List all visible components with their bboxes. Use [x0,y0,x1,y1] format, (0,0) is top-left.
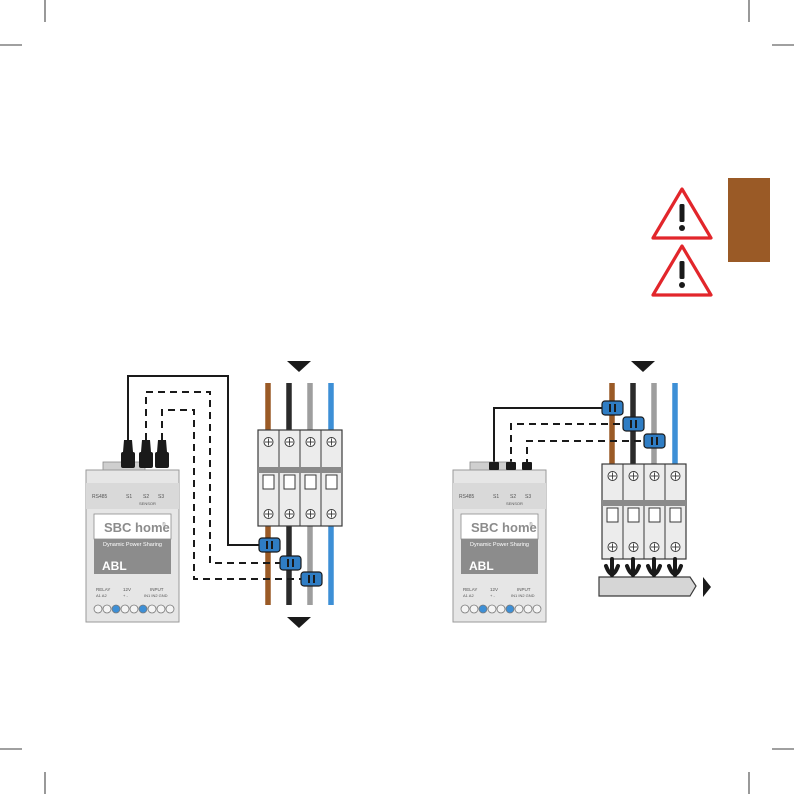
port-label-sensor: SENSOR [506,501,523,506]
sensor-connector [121,440,169,468]
port-label-s2: S2 [510,494,516,500]
sensor-connector [489,462,532,470]
warning-triangle-icon [653,189,711,238]
warning-triangle-icon [653,246,711,295]
terminal-label-12v: 12V [490,587,498,592]
terminal-pins-input: IN1 IN2 GND [144,593,168,598]
arrow-down-icon [287,361,311,372]
port-label-sensor: SENSOR [139,501,156,506]
terminal-label-input: INPUT [150,587,164,592]
terminal-pins-relay: A1 A2 [96,593,107,598]
diagram-left: RS485 S1 S2 S3 SENSOR SBC home ® Dynamic… [86,361,342,628]
current-sensor [259,538,280,552]
terminal-label-relay: RELAY [96,587,110,592]
terminal-label-12v: 12V [123,587,131,592]
bus-bar [599,559,696,596]
screw-terminal-icon [461,605,541,613]
screw-terminal-icon [94,605,174,613]
diagram-right: RS485 S1 S2 S3 SENSOR SBC home ® Dynamic… [453,361,711,622]
terminal-pins-12v: + - [123,593,128,598]
port-label-rs485: RS485 [92,494,108,500]
port-label-s2: S2 [143,494,149,500]
terminal-pins-input: IN1 IN2 GND [511,593,535,598]
device-model: ABL [102,559,127,573]
current-sensor [301,572,322,586]
terminal-pins-relay: A1 A2 [463,593,474,598]
terminal-label-relay: RELAY [463,587,477,592]
circuit-breaker [602,464,686,559]
power-sharing-device: RS485 S1 S2 S3 SENSOR SBC home ® Dynamic… [86,440,179,622]
port-label-s1: S1 [493,494,499,500]
port-label-s3: S3 [525,494,531,500]
current-sensor [623,417,644,431]
circuit-breaker [258,430,342,526]
port-label-s3: S3 [158,494,164,500]
arrow-down-icon [631,361,655,372]
brand-name: SBC home [471,520,537,535]
terminal-label-input: INPUT [517,587,531,592]
brand-trademark: ® [162,521,166,528]
arrow-down-icon [287,617,311,628]
device-model: ABL [469,559,494,573]
current-sensor [280,556,301,570]
current-sensor [644,434,665,448]
device-subtitle: Dynamic Power Sharing [470,542,529,548]
port-label-s1: S1 [126,494,132,500]
sensor-cables [494,408,646,466]
port-label-rs485: RS485 [459,494,475,500]
terminal-pins-12v: + - [490,593,495,598]
brand-trademark: ® [529,521,533,528]
power-sharing-device: RS485 S1 S2 S3 SENSOR SBC home ® Dynamic… [453,462,546,622]
device-subtitle: Dynamic Power Sharing [103,542,162,548]
brand-name: SBC home [104,520,170,535]
current-sensor [602,401,623,415]
arrow-right-icon [703,577,711,597]
